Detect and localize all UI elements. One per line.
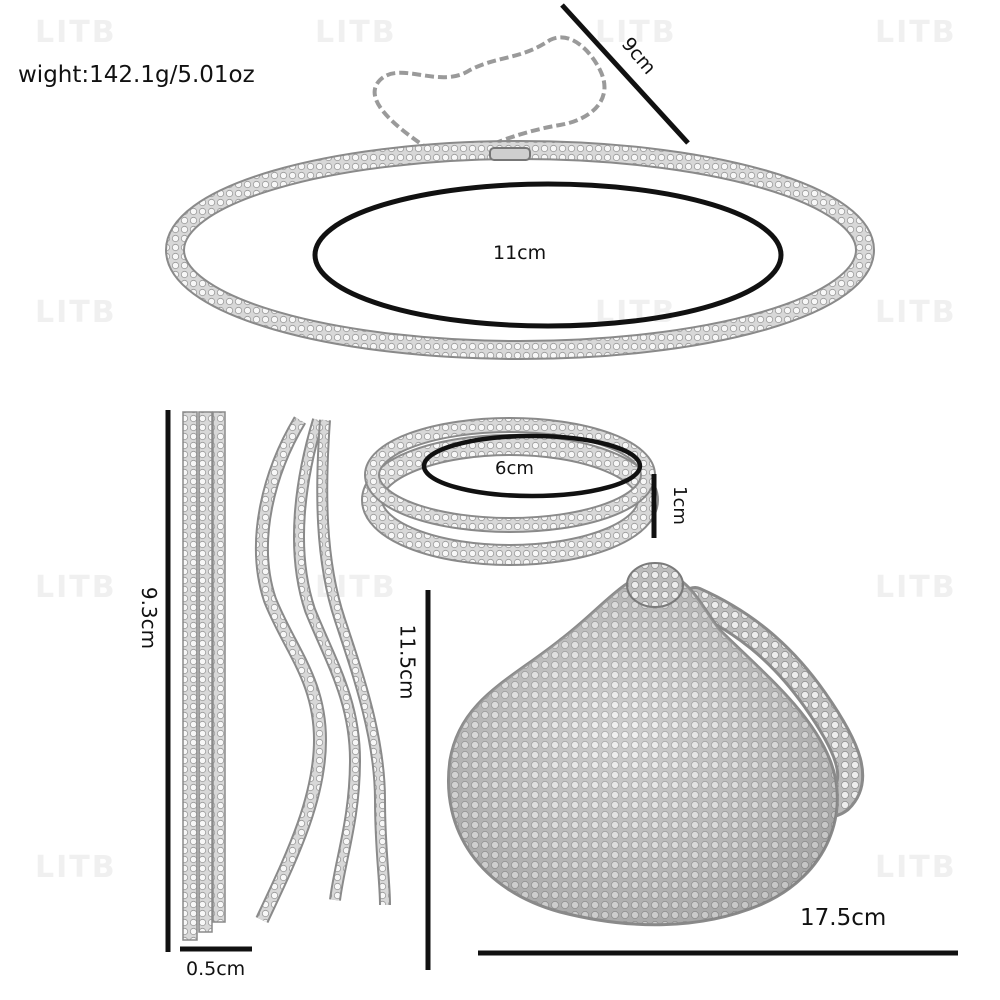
bag-height-label: 11.5cm	[395, 624, 420, 700]
bracelet-diameter-label: 6cm	[495, 458, 534, 479]
clasp	[489, 147, 531, 161]
earring-length-label: 9.3cm	[137, 586, 162, 650]
earring-straight	[182, 411, 226, 941]
watermark: LITB	[875, 850, 957, 885]
weight-label: wight:142.1g/5.01oz	[18, 62, 255, 88]
watermark: LITB	[875, 570, 957, 605]
bracelet	[361, 417, 659, 566]
clutch-bag	[447, 562, 865, 927]
bracelet-height-label: 1cm	[668, 486, 690, 525]
necklace	[165, 140, 875, 360]
watermark: LITB	[315, 15, 397, 50]
watermark: LITB	[35, 850, 117, 885]
necklace-extension-chain	[372, 35, 607, 152]
watermark: LITB	[35, 570, 117, 605]
chain-extension-measure	[560, 3, 690, 145]
watermark: LITB	[595, 15, 677, 50]
watermark: LITB	[875, 295, 957, 330]
watermark: LITB	[35, 15, 117, 50]
earring-width-label: 0.5cm	[186, 958, 246, 980]
necklace-diameter-label: 11cm	[493, 242, 547, 264]
bracelet-diameter-measure	[421, 433, 643, 499]
necklace-diameter-measure	[312, 181, 784, 329]
earring-curved	[254, 416, 391, 923]
watermark: LITB	[875, 15, 957, 50]
watermark: LITB	[35, 295, 117, 330]
bag-width-label: 17.5cm	[800, 905, 887, 931]
